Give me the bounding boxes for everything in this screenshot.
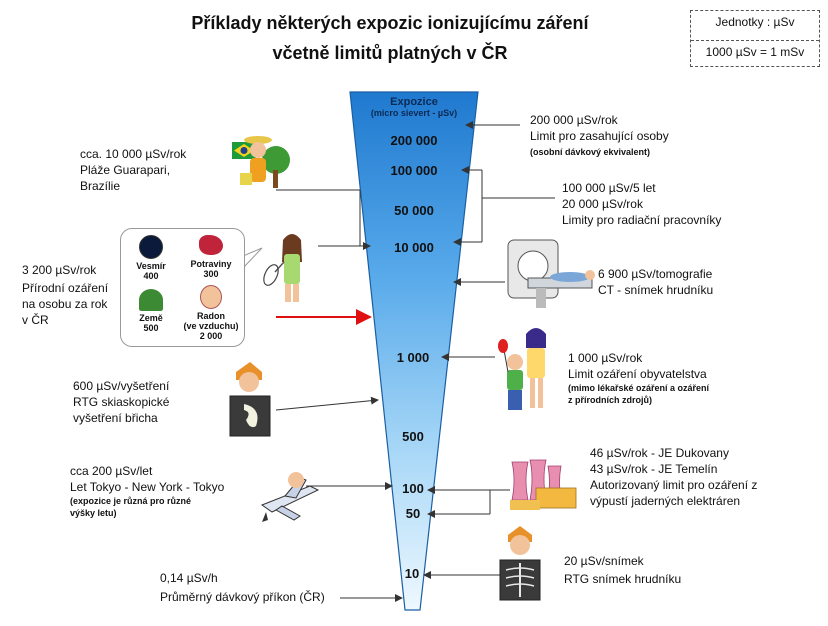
flight-note2: výšky letu) <box>70 508 117 518</box>
ct-dose: 6 900 µSv/tomografie <box>598 267 713 281</box>
npp-line3: Autorizovaný limit pro ozáření z <box>590 478 758 492</box>
funnel-heading-unit: (micro sievert - µSv) <box>370 108 458 118</box>
bubble-radon-name: Radon <box>197 311 225 321</box>
emergency-label: 200 000 µSv/rok Limit pro zasahující oso… <box>530 112 669 158</box>
airplane-illustration <box>260 472 320 522</box>
bubble-earth-value: 500 <box>143 323 159 333</box>
npp-dose1: 46 µSv/rok - JE Dukovany <box>590 446 729 460</box>
emergency-line2: Limit pro zasahující osoby <box>530 129 669 143</box>
xray-abdomen-line3: vyšetření břicha <box>73 411 158 425</box>
background-dose: 0,14 µSv/h <box>160 571 218 585</box>
xray-abdomen-dose: 600 µSv/vyšetření <box>73 379 170 393</box>
public-line2: Limit ozáření obyvatelstva <box>568 367 707 381</box>
bubble-earth-name: Země <box>139 313 163 323</box>
scale-label-10: 10 <box>404 566 420 581</box>
public-note1: (mimo lékařské ozáření a ozáření <box>568 383 710 393</box>
public-dose: 1 000 µSv/rok <box>568 351 643 365</box>
funnel-heading: Expozice (micro sievert - µSv) <box>354 96 474 118</box>
flight-label: cca 200 µSv/let Let Tokyo - New York - T… <box>70 463 224 519</box>
brazil-beach-illustration <box>232 136 290 188</box>
scale-label-200000: 200 000 <box>390 133 438 148</box>
brazil-line2: Pláže Guarapari, <box>80 163 171 177</box>
family-illustration <box>498 328 546 410</box>
natural-sources-bubble: Vesmír 400 Potraviny 300 Země 500 Radon … <box>120 228 245 347</box>
bubble-space-value: 400 <box>143 271 159 281</box>
ct-label: 6 900 µSv/tomografie CT - snímek hrudník… <box>598 266 713 298</box>
bubble-radon: Radon (ve vzduchu) 2 000 <box>183 285 239 341</box>
workers-line3: Limity pro radiační pracovníky <box>562 213 722 227</box>
flight-dose: cca 200 µSv/let <box>70 464 153 478</box>
brazil-dose: cca. 10 000 µSv/rok <box>80 147 187 161</box>
chest-label: 20 µSv/snímek RTG snímek hrudníku <box>564 553 681 587</box>
natural-dose: 3 200 µSv/rok <box>22 263 97 277</box>
xray-abdomen-line2: RTG skiaskopické <box>73 395 170 409</box>
food-icon <box>199 235 223 255</box>
flight-note1: (expozice je různá pro různé <box>70 496 192 506</box>
exposure-funnel <box>349 91 479 611</box>
public-note2: z přírodních zdrojů) <box>568 395 652 405</box>
scale-label-100000: 100 000 <box>390 163 438 178</box>
scale-label-100: 100 <box>402 481 424 496</box>
emergency-note: (osobní dávkový ekvivalent) <box>530 147 651 157</box>
background-label: 0,14 µSv/h Průměrný dávkový příkon (ČR) <box>160 570 325 605</box>
workers-label: 100 000 µSv/5 let 20 000 µSv/rok Limity … <box>562 180 721 228</box>
natural-line3: na osobu za rok <box>22 297 108 311</box>
emergency-dose: 200 000 µSv/rok <box>530 113 618 127</box>
funnel-heading-title: Expozice <box>390 96 438 108</box>
bubble-food: Potraviny 300 <box>183 235 239 279</box>
scale-label-1000: 1 000 <box>396 350 430 365</box>
galaxy-icon <box>139 235 163 259</box>
workers-dose1: 100 000 µSv/5 let <box>562 181 656 195</box>
brazil-label: cca. 10 000 µSv/rok Pláže Guarapari, Bra… <box>80 146 186 194</box>
boy-xray-chest-illustration <box>499 526 541 601</box>
bubble-radon-value: 2 000 <box>199 331 223 341</box>
xray-abdomen-label: 600 µSv/vyšetření RTG skiaskopické vyšet… <box>73 378 169 426</box>
units-box: Jednotky : µSv 1000 µSv = 1 mSv <box>690 10 820 67</box>
nuclear-plant-illustration <box>510 459 577 510</box>
bubble-food-value: 300 <box>203 269 219 279</box>
units-divider <box>691 40 819 41</box>
npp-line4: výpustí jaderných elektráren <box>590 494 741 508</box>
tennis-girl-illustration <box>263 234 302 302</box>
ct-scanner-illustration <box>507 239 595 308</box>
scale-label-50: 50 <box>405 506 421 521</box>
flight-line2: Let Tokyo - New York - Tokyo <box>70 480 225 494</box>
chest-line2: RTG snímek hrudníku <box>564 572 682 586</box>
natural-label: 3 200 µSv/rok Přírodní ozáření na osobu … <box>22 262 108 328</box>
brazil-line3: Brazílie <box>80 179 121 193</box>
bubble-radon-sub: (ve vzduchu) <box>183 321 239 331</box>
scale-label-50000: 50 000 <box>394 203 434 218</box>
background-line2: Průměrný dávkový příkon (ČR) <box>160 590 325 604</box>
scale-label-500: 500 <box>402 429 424 444</box>
boy-xray-abdomen-illustration <box>229 362 271 437</box>
chest-dose: 20 µSv/snímek <box>564 554 644 568</box>
npp-dose2: 43 µSv/rok - JE Temelín <box>590 462 718 476</box>
scale-label-10000: 10 000 <box>394 240 434 255</box>
workers-dose2: 20 000 µSv/rok <box>562 197 643 211</box>
connector-xray-abdomen <box>275 396 379 411</box>
public-label: 1 000 µSv/rok Limit ozáření obyvatelstva… <box>568 350 709 406</box>
bubble-space-name: Vesmír <box>136 261 166 271</box>
natural-line2: Přírodní ozáření <box>22 281 109 295</box>
title-line-1: Příklady některých expozic ionizujícímu … <box>191 13 589 33</box>
radon-person-icon <box>200 285 222 309</box>
bubble-earth: Země 500 <box>123 289 179 333</box>
units-conversion: 1000 µSv = 1 mSv <box>705 45 805 59</box>
natural-line4: v ČR <box>22 313 49 327</box>
units-label: Jednotky : µSv <box>715 15 795 29</box>
ct-line2: CT - snímek hrudníku <box>598 283 714 297</box>
title-line-2: včetně limitů platných v ČR <box>272 43 508 63</box>
bubble-food-name: Potraviny <box>190 259 232 269</box>
earth-icon <box>139 289 163 311</box>
page-title: Příklady některých expozic ionizujícímu … <box>150 8 630 68</box>
bubble-space: Vesmír 400 <box>123 235 179 281</box>
npp-label: 46 µSv/rok - JE Dukovany 43 µSv/rok - JE… <box>590 445 757 509</box>
